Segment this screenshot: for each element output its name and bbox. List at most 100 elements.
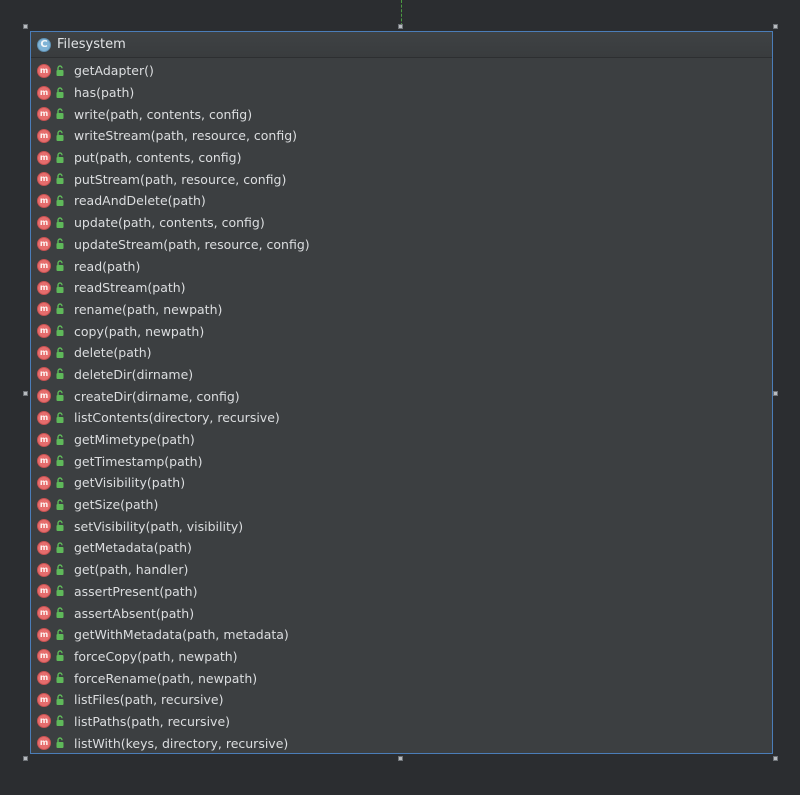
method-row-21[interactable]: m setVisibility(path, visibility) <box>31 515 772 537</box>
method-icon: m <box>37 280 51 295</box>
method-icon: m <box>37 302 51 317</box>
public-lock-icon <box>56 216 64 228</box>
resize-handle-bottom-right[interactable] <box>773 756 778 761</box>
method-row-23[interactable]: m get(path, handler) <box>31 559 772 581</box>
method-row-27[interactable]: m forceCopy(path, newpath) <box>31 646 772 668</box>
method-icon: m <box>37 671 51 686</box>
method-label: listFiles(path, recursive) <box>74 692 224 708</box>
resize-handle-top-left[interactable] <box>23 24 28 29</box>
method-row-25[interactable]: m assertAbsent(path) <box>31 602 772 624</box>
method-label: assertPresent(path) <box>74 583 198 599</box>
method-label: createDir(dirname, config) <box>74 388 240 404</box>
public-lock-icon <box>56 390 64 402</box>
method-row-31[interactable]: m listWith(keys, directory, recursive) <box>31 732 772 754</box>
method-label: readStream(path) <box>74 280 186 296</box>
method-label: updateStream(path, resource, config) <box>74 236 310 252</box>
method-label: getTimestamp(path) <box>74 453 203 469</box>
public-lock-icon <box>56 108 64 120</box>
method-label: getWithMetadata(path, metadata) <box>74 627 289 643</box>
method-label: readAndDelete(path) <box>74 193 206 209</box>
method-row-8[interactable]: m updateStream(path, resource, config) <box>31 234 772 256</box>
method-row-19[interactable]: m getVisibility(path) <box>31 472 772 494</box>
method-row-26[interactable]: m getWithMetadata(path, metadata) <box>31 624 772 646</box>
method-icon: m <box>37 410 51 425</box>
method-row-14[interactable]: m deleteDir(dirname) <box>31 364 772 386</box>
class-header[interactable]: C Filesystem <box>31 32 772 58</box>
method-icon: m <box>37 128 51 143</box>
public-lock-icon <box>56 737 64 749</box>
method-row-24[interactable]: m assertPresent(path) <box>31 581 772 603</box>
method-label: assertAbsent(path) <box>74 605 195 621</box>
method-icon: m <box>37 454 51 469</box>
method-row-29[interactable]: m listFiles(path, recursive) <box>31 689 772 711</box>
method-row-12[interactable]: m copy(path, newpath) <box>31 320 772 342</box>
method-icon: m <box>37 367 51 382</box>
method-icon: m <box>37 107 51 122</box>
method-list: m getAdapter() m has(path) m write(path,… <box>31 58 772 754</box>
public-lock-icon <box>56 563 64 575</box>
method-row-6[interactable]: m readAndDelete(path) <box>31 190 772 212</box>
method-row-0[interactable]: m getAdapter() <box>31 60 772 82</box>
public-lock-icon <box>56 607 64 619</box>
resize-handle-bottom-middle[interactable] <box>398 756 403 761</box>
public-lock-icon <box>56 433 64 445</box>
resize-handle-bottom-left[interactable] <box>23 756 28 761</box>
method-label: getVisibility(path) <box>74 475 186 491</box>
public-lock-icon <box>56 151 64 163</box>
method-row-2[interactable]: m write(path, contents, config) <box>31 103 772 125</box>
method-label: writeStream(path, resource, config) <box>74 128 298 144</box>
public-lock-icon <box>56 585 64 597</box>
method-label: read(path) <box>74 258 141 274</box>
method-row-3[interactable]: m writeStream(path, resource, config) <box>31 125 772 147</box>
method-row-20[interactable]: m getSize(path) <box>31 494 772 516</box>
method-icon: m <box>37 562 51 577</box>
resize-handle-top-right[interactable] <box>773 24 778 29</box>
method-icon: m <box>37 692 51 707</box>
public-lock-icon <box>56 672 64 684</box>
method-label: forceCopy(path, newpath) <box>74 648 238 664</box>
public-lock-icon <box>56 195 64 206</box>
public-lock-icon <box>56 498 64 510</box>
method-icon: m <box>37 627 51 642</box>
method-row-28[interactable]: m forceRename(path, newpath) <box>31 667 772 689</box>
method-row-30[interactable]: m listPaths(path, recursive) <box>31 711 772 733</box>
method-row-22[interactable]: m getMetadata(path) <box>31 537 772 559</box>
class-icon: C <box>37 37 51 52</box>
resize-handle-middle-left[interactable] <box>23 391 28 396</box>
method-label: getMetadata(path) <box>74 540 192 556</box>
method-icon: m <box>37 150 51 165</box>
method-label: getSize(path) <box>74 497 159 513</box>
method-row-1[interactable]: m has(path) <box>31 82 772 104</box>
public-lock-icon <box>56 455 64 467</box>
public-lock-icon <box>56 629 64 640</box>
resize-handle-top-middle[interactable] <box>398 24 403 29</box>
method-row-7[interactable]: m update(path, contents, config) <box>31 212 772 234</box>
method-row-4[interactable]: m put(path, contents, config) <box>31 147 772 169</box>
method-row-11[interactable]: m rename(path, newpath) <box>31 299 772 321</box>
public-lock-icon <box>56 694 64 705</box>
method-row-13[interactable]: m delete(path) <box>31 342 772 364</box>
method-icon: m <box>37 259 51 274</box>
resize-handle-middle-right[interactable] <box>773 391 778 396</box>
public-lock-icon <box>56 238 64 250</box>
public-lock-icon <box>56 260 64 272</box>
method-icon: m <box>37 736 51 751</box>
method-icon: m <box>37 606 51 621</box>
method-row-5[interactable]: m putStream(path, resource, config) <box>31 168 772 190</box>
filesystem-class-node[interactable]: C Filesystem m getAdapter() m has(path) … <box>30 31 773 754</box>
method-row-17[interactable]: m getMimetype(path) <box>31 429 772 451</box>
public-lock-icon <box>56 477 64 488</box>
method-row-16[interactable]: m listContents(directory, recursive) <box>31 407 772 429</box>
method-icon: m <box>37 649 51 664</box>
method-row-10[interactable]: m readStream(path) <box>31 277 772 299</box>
method-row-9[interactable]: m read(path) <box>31 255 772 277</box>
public-lock-icon <box>56 520 64 532</box>
method-icon: m <box>37 63 51 78</box>
method-label: forceRename(path, newpath) <box>74 670 258 686</box>
method-label: listWith(keys, directory, recursive) <box>74 735 289 751</box>
method-icon: m <box>37 85 51 100</box>
method-label: copy(path, newpath) <box>74 323 205 339</box>
method-row-18[interactable]: m getTimestamp(path) <box>31 450 772 472</box>
method-row-15[interactable]: m createDir(dirname, config) <box>31 385 772 407</box>
